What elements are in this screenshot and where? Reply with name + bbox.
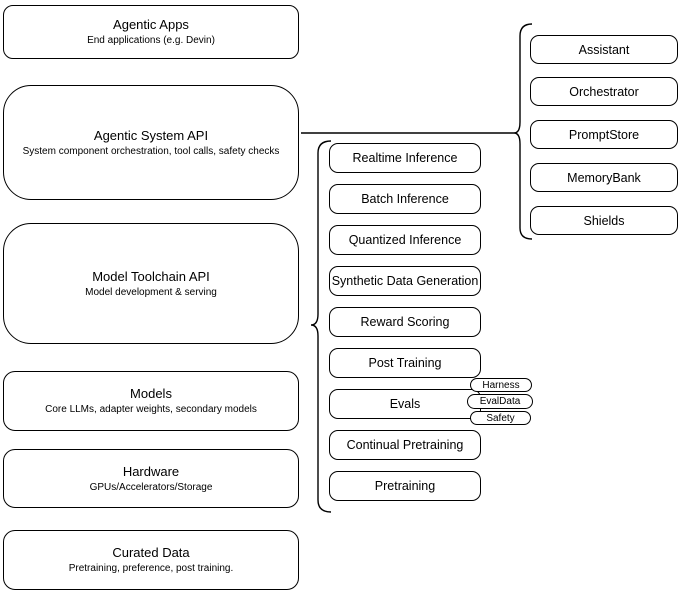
node-label: Evals: [389, 397, 421, 411]
node-label: Continual Pretraining: [346, 438, 464, 452]
node-evals: Evals: [329, 389, 481, 419]
tag-harness: Harness: [470, 378, 532, 392]
node-curated-data: Curated Data Pretraining, preference, po…: [3, 530, 299, 590]
node-title: Model Toolchain API: [92, 268, 210, 284]
node-pretraining: Pretraining: [329, 471, 481, 501]
node-promptstore: PromptStore: [530, 120, 678, 149]
node-label: MemoryBank: [567, 170, 641, 185]
node-memorybank: MemoryBank: [530, 163, 678, 192]
node-post-training: Post Training: [329, 348, 481, 378]
node-label: Post Training: [368, 356, 442, 370]
node-subtitle: Model development & serving: [85, 286, 217, 298]
tag-label: Harness: [482, 379, 520, 391]
tag-safety: Safety: [470, 411, 531, 425]
node-reward-scoring: Reward Scoring: [329, 307, 481, 337]
node-title: Curated Data: [112, 545, 190, 560]
node-label: Batch Inference: [361, 192, 449, 206]
node-label: PromptStore: [568, 127, 640, 142]
tag-label: Safety: [486, 412, 515, 424]
node-subtitle: Pretraining, preference, post training.: [68, 563, 234, 574]
node-orchestrator: Orchestrator: [530, 77, 678, 106]
node-subtitle: GPUs/Accelerators/Storage: [89, 481, 213, 493]
node-label: Synthetic Data Generation: [331, 274, 479, 288]
node-subtitle: Core LLMs, adapter weights, secondary mo…: [45, 404, 257, 415]
tag-label: EvalData: [479, 396, 521, 407]
node-subtitle: System component orchestration, tool cal…: [22, 145, 280, 157]
node-title: Agentic System API: [93, 127, 209, 143]
node-title: Hardware: [122, 463, 180, 479]
node-label: Orchestrator: [569, 84, 639, 99]
node-agentic-system-api: Agentic System API System component orch…: [3, 85, 299, 200]
node-hardware: Hardware GPUs/Accelerators/Storage: [3, 449, 299, 508]
node-agentic-apps: Agentic Apps End applications (e.g. Devi…: [3, 5, 299, 59]
node-shields: Shields: [530, 206, 678, 235]
node-models: Models Core LLMs, adapter weights, secon…: [3, 371, 299, 431]
node-subtitle: End applications (e.g. Devin): [87, 35, 215, 46]
node-label: Reward Scoring: [360, 315, 450, 329]
node-title: Models: [130, 386, 172, 401]
node-quantized-inference: Quantized Inference: [329, 225, 481, 255]
toolchain-brace: [310, 140, 332, 513]
node-title: Agentic Apps: [113, 17, 189, 32]
node-synthetic-data-generation: Synthetic Data Generation: [329, 266, 481, 296]
node-batch-inference: Batch Inference: [329, 184, 481, 214]
node-label: Quantized Inference: [348, 233, 462, 247]
node-realtime-inference: Realtime Inference: [329, 143, 481, 173]
node-label: Assistant: [578, 42, 630, 57]
node-label: Pretraining: [374, 479, 436, 493]
node-label: Shields: [583, 213, 625, 228]
node-assistant: Assistant: [530, 35, 678, 64]
node-label: Realtime Inference: [352, 151, 458, 165]
node-continual-pretraining: Continual Pretraining: [329, 430, 481, 460]
tag-evaldata: EvalData: [467, 394, 533, 409]
node-model-toolchain-api: Model Toolchain API Model development & …: [3, 223, 299, 344]
